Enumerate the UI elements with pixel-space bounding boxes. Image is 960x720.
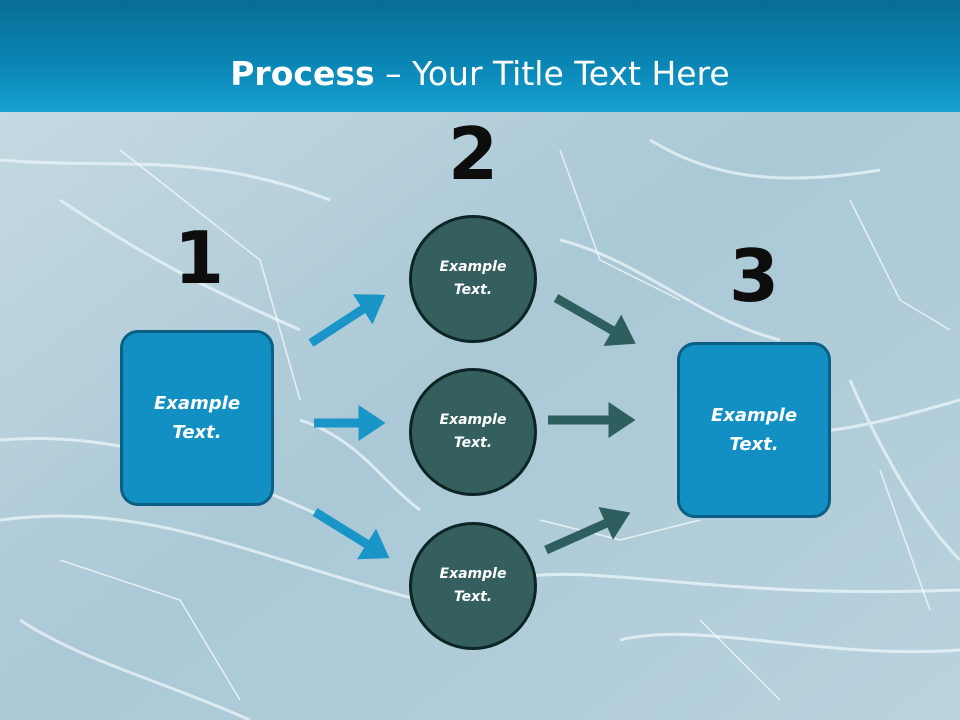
step-number-1: 1 (173, 216, 225, 300)
step-number-3: 3 (728, 234, 780, 318)
title-rest: – Your Title Text Here (374, 54, 730, 93)
arrow-left-to-bottom (312, 508, 390, 560)
right-process-box: Example Text. (677, 342, 831, 518)
arrow-bottom-to-right (544, 507, 631, 555)
circle-top-label: Example Text. (439, 259, 507, 298)
title-bold: Process (230, 54, 375, 93)
title-bar (0, 0, 960, 112)
circle-middle-label: Example Text. (439, 412, 507, 451)
left-process-box: Example Text. (120, 330, 274, 506)
slide-title: Process – Your Title Text Here (0, 52, 960, 96)
right-box-label: Example Text. (710, 405, 798, 455)
arrow-top-to-right (553, 294, 636, 346)
left-box-label: Example Text. (153, 393, 241, 443)
circle-top: Example Text. (409, 215, 537, 343)
circle-bottom-label: Example Text. (439, 566, 507, 605)
arrow-left-to-top (308, 294, 386, 347)
circle-bottom: Example Text. (409, 522, 537, 650)
step-number-2: 2 (447, 112, 499, 196)
circle-middle: Example Text. (409, 368, 537, 496)
